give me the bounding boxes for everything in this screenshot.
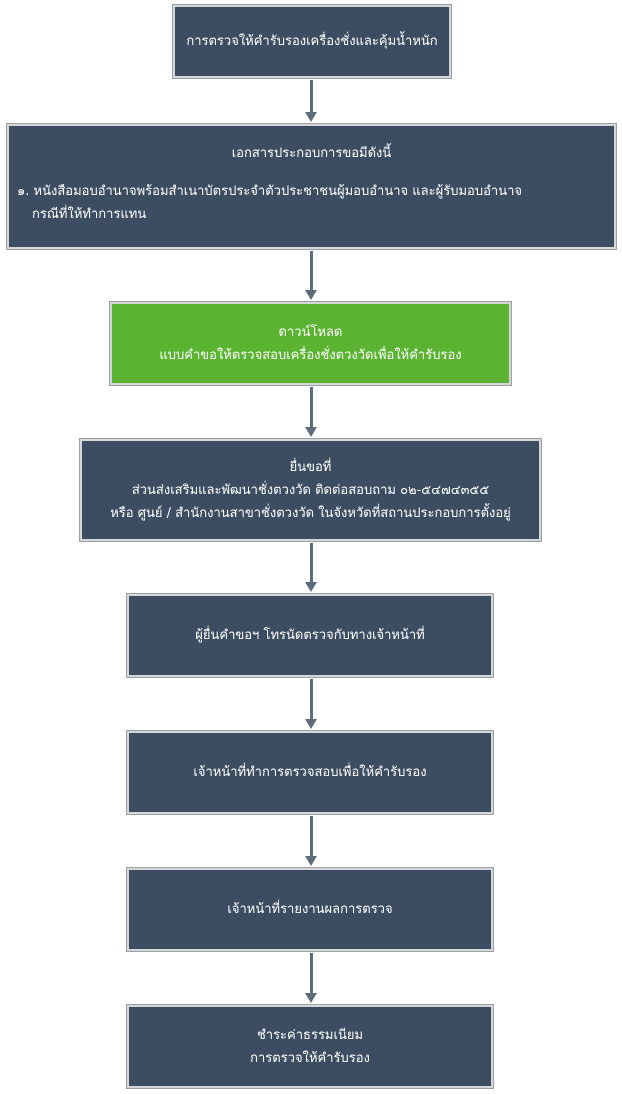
step-officer-inspection: เจ้าหน้าที่ทำการตรวจสอบเพื่อให้คำรับรอง xyxy=(127,731,493,814)
step-required-documents: เอกสารประกอบการขอมีดังนี้ ๑. หนังสือมอบอ… xyxy=(7,124,616,249)
flow-arrow xyxy=(305,543,317,592)
flow-arrow xyxy=(305,679,317,729)
step-text: ยื่นขอที่ xyxy=(289,459,332,475)
step-text: เจ้าหน้าที่ทำการตรวจสอบเพื่อให้คำรับรอง xyxy=(193,765,427,780)
download-form-button[interactable]: ดาวน์โหลด แบบคำขอให้ตรวจสอบเครื่องชั่งตว… xyxy=(110,302,511,385)
step-request-inspection: การตรวจให้คำรับรองเครื่องชั่งและคุ้มน้ำห… xyxy=(173,5,451,78)
documents-title: เอกสารประกอบการขอมีดังนี้ xyxy=(231,146,392,161)
step-text: การตรวจให้คำรับรอง xyxy=(250,1050,370,1066)
step-report-results: เจ้าหน้าที่รายงานผลการตรวจ xyxy=(127,868,493,951)
flow-arrow xyxy=(305,953,317,1003)
step-text: เจ้าหน้าที่รายงานผลการตรวจ xyxy=(227,902,393,917)
step-submit-location: ยื่นขอที่ ส่วนส่งเสริมและพัฒนาชั่งตวงวัด… xyxy=(80,439,541,541)
step-schedule-appointment: ผู้ยื่นคำขอฯ โทรนัดตรวจกับทางเจ้าหน้าที่ xyxy=(127,594,493,677)
flow-arrow xyxy=(305,80,317,122)
document-item-1: ๑. หนังสือมอบอำนาจพร้อมสำเนาบัตรประจำตัว… xyxy=(17,184,523,199)
flow-arrow xyxy=(305,816,317,866)
download-label: ดาวน์โหลด xyxy=(278,324,343,340)
step-text: ผู้ยื่นคำขอฯ โทรนัดตรวจกับทางเจ้าหน้าที่ xyxy=(195,628,425,643)
step-text: ชำระค่าธรรมเนียม xyxy=(256,1027,364,1043)
step-pay-fee: ชำระค่าธรรมเนียม การตรวจให้คำรับรอง xyxy=(127,1005,493,1088)
step-text: ส่วนส่งเสริมและพัฒนาชั่งตวงวัด ติดต่อสอบ… xyxy=(131,482,490,498)
download-form-name: แบบคำขอให้ตรวจสอบเครื่องชั่งตวงวัดเพื่อใ… xyxy=(159,347,462,363)
step-text: หรือ ศูนย์ / สำนักงานสาขาชั่งตวงวัด ในจั… xyxy=(110,505,511,521)
flow-arrow xyxy=(305,251,317,300)
document-item-1-continued: กรณีที่ให้ทำการแทน xyxy=(32,207,147,222)
flow-arrow xyxy=(305,387,317,437)
step-text: การตรวจให้คำรับรองเครื่องชั่งและคุ้มน้ำห… xyxy=(186,34,438,49)
